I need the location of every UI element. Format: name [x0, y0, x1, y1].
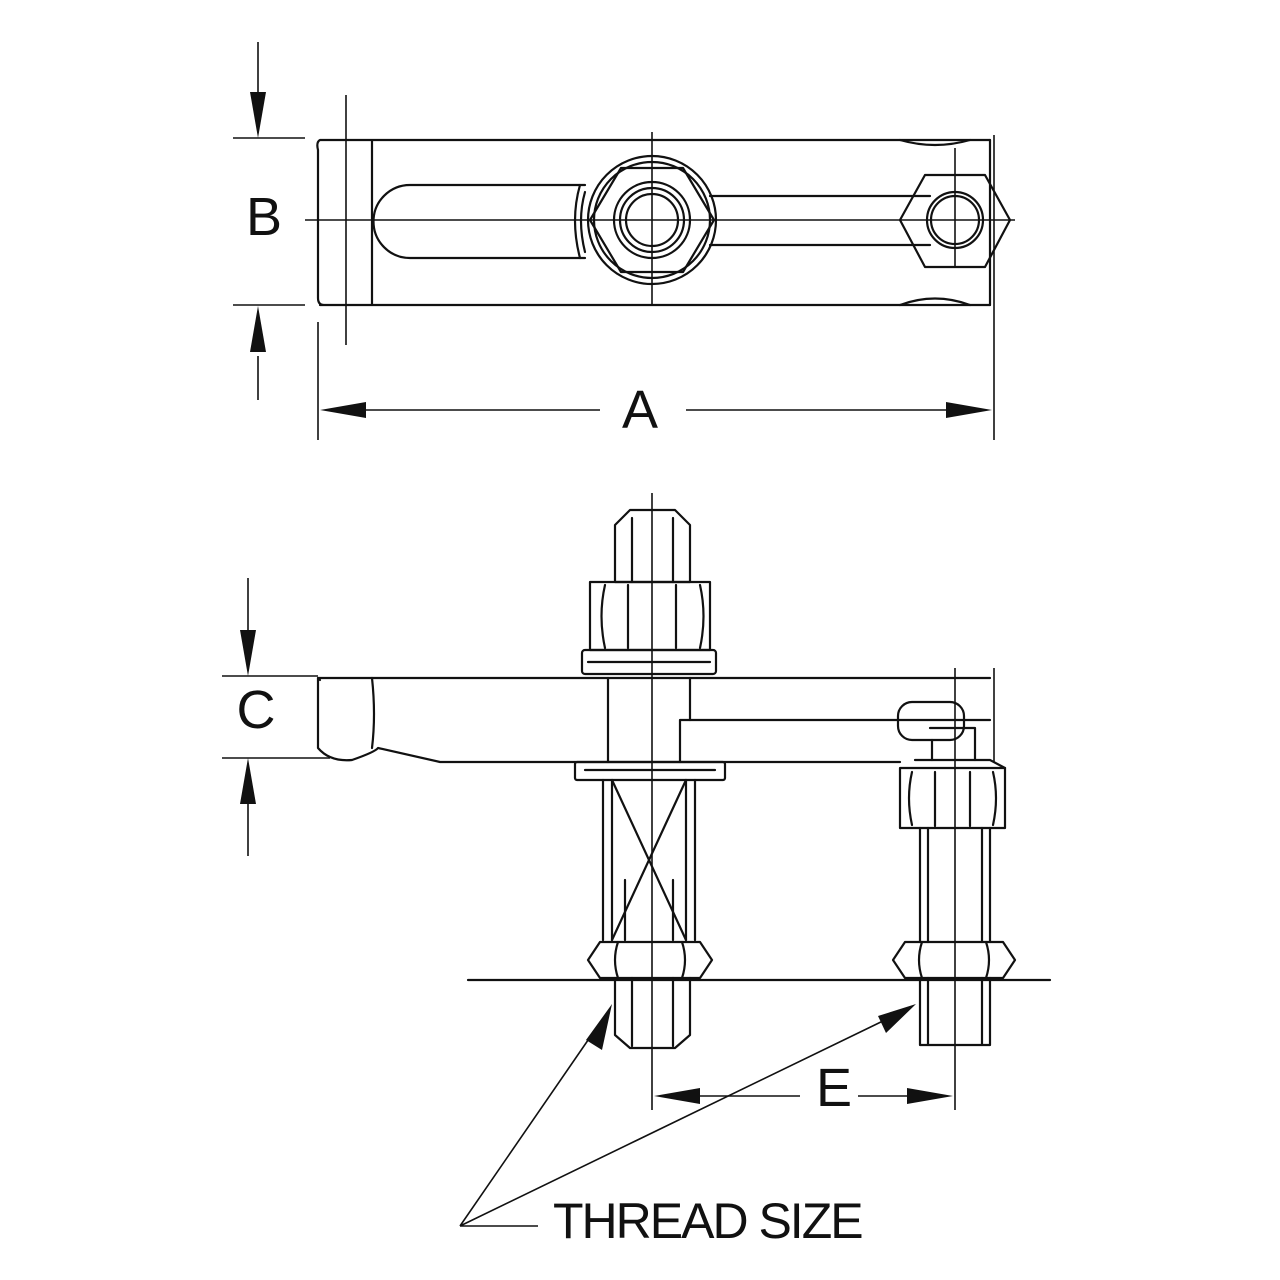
side-main-lower-nut	[586, 940, 714, 980]
top-clamp-body	[316, 138, 992, 307]
side-support-lower-nut	[891, 940, 1017, 980]
side-main-nut	[588, 580, 712, 652]
dimension-a: A	[317, 135, 995, 440]
side-lower-washer	[573, 760, 727, 782]
side-support-stud	[918, 826, 992, 944]
dimension-c: C	[222, 578, 330, 856]
side-top-washer	[580, 648, 718, 676]
side-clamp-bar	[316, 676, 992, 764]
side-view	[316, 493, 1052, 1110]
dim-b-label: B	[246, 187, 282, 247]
top-slot	[372, 183, 587, 260]
thread-size-label: THREAD SIZE	[553, 1193, 862, 1249]
thread-size-callout: THREAD SIZE	[459, 1004, 916, 1249]
dimension-b: B	[233, 42, 347, 400]
side-main-stud	[601, 778, 697, 942]
dim-e-label: E	[816, 1058, 852, 1118]
dim-c-label: C	[237, 680, 276, 740]
top-view	[305, 132, 1015, 307]
dimension-e: E	[654, 1058, 953, 1118]
side-support-nut	[898, 766, 1007, 830]
dim-a-label: A	[622, 380, 658, 440]
